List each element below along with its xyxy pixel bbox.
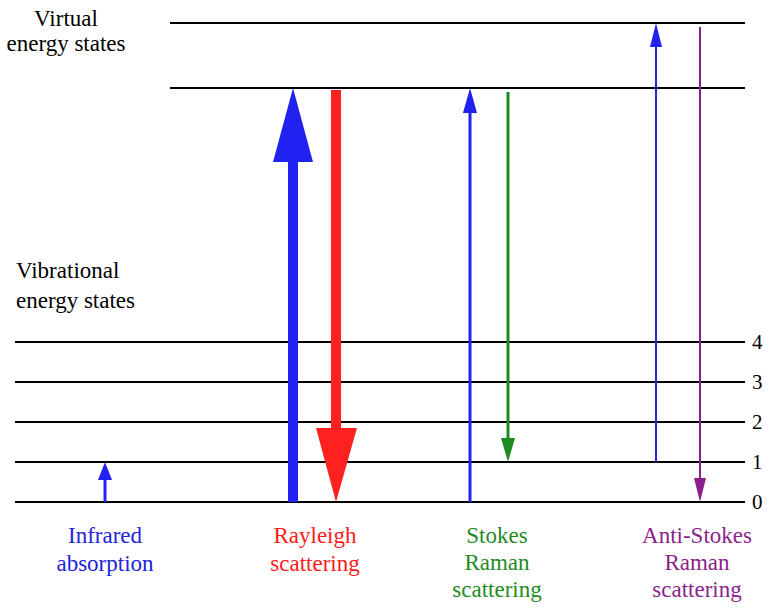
- level-number: 1: [752, 450, 772, 474]
- anti-stokes-up-arrow: [650, 23, 662, 462]
- vibrational-level-line: [15, 421, 745, 423]
- process-label: Anti-Stokes Raman scattering: [630, 522, 764, 603]
- arrow-head: [650, 23, 662, 47]
- arrow-shaft: [331, 90, 341, 440]
- arrow-head: [694, 478, 706, 502]
- process-label: Rayleigh scattering: [252, 522, 378, 578]
- process-label: Stokes Raman scattering: [441, 522, 553, 603]
- arrow-head: [501, 438, 515, 462]
- level-number: 2: [752, 410, 772, 434]
- vibrational-level-line: [15, 381, 745, 383]
- process-label: Infrared absorption: [42, 522, 168, 578]
- virtual-level-line: [170, 87, 745, 89]
- arrow-head: [463, 88, 477, 113]
- vibrational-level-line: [15, 461, 745, 463]
- stokes-down-arrow: [501, 92, 515, 462]
- arrow-shaft: [104, 478, 107, 502]
- virtual-levels: [170, 23, 745, 88]
- arrow-shaft: [699, 27, 701, 480]
- virtual-level-line: [170, 22, 745, 24]
- arrow-shaft: [507, 92, 510, 440]
- arrow-head: [316, 428, 357, 502]
- vibrational-level-line: [15, 341, 745, 343]
- arrow-shaft: [655, 45, 657, 462]
- infrared-arrow: [98, 462, 112, 502]
- vibrational-levels: [15, 342, 745, 502]
- rayleigh-up-arrow: [273, 88, 313, 502]
- stokes-up-arrow: [463, 88, 477, 502]
- arrow-head: [273, 88, 313, 162]
- arrow-shaft: [469, 110, 472, 502]
- anti-stokes-down-arrow: [694, 27, 706, 502]
- rayleigh-down-arrow: [316, 90, 357, 502]
- level-group-label: Virtual energy states: [6, 6, 126, 56]
- arrow-shaft: [288, 150, 298, 502]
- level-number: 4: [752, 330, 772, 354]
- level-group-label: Vibrational energy states: [16, 256, 166, 316]
- level-number: 0: [752, 490, 772, 514]
- arrow-head: [98, 462, 112, 480]
- level-number: 3: [752, 370, 772, 394]
- vibrational-level-line: [15, 501, 745, 503]
